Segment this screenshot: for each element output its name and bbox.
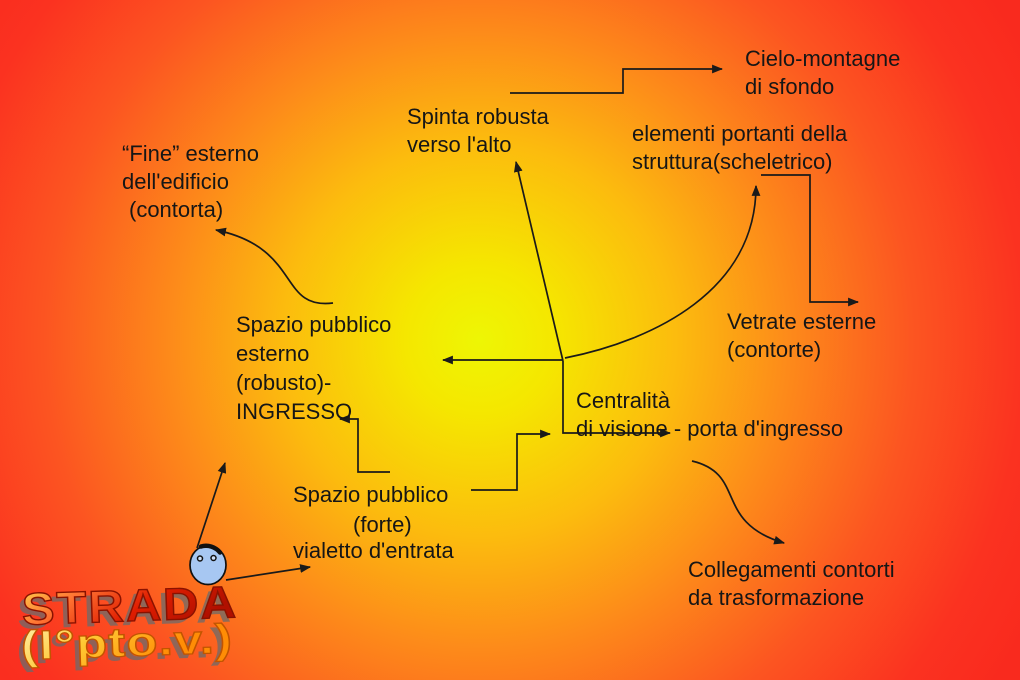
label-elementi-portanti: elementi portanti della struttura(schele…: [632, 120, 847, 176]
label-line: di visione - porta d'ingresso: [576, 416, 844, 441]
label-line: (forte): [353, 512, 412, 537]
smiley-right-eye: [210, 554, 217, 562]
smiley-left-eye: [196, 555, 204, 562]
wordart-pto-text: (I°pto.v.): [20, 615, 233, 668]
label-line: da trasformazione: [688, 585, 865, 610]
arrow-center-to-porta-ingresso: [562, 361, 672, 438]
arrow-center-to-spinta: [513, 160, 564, 362]
label-spazio-pubblico-forte-line2: (forte): [353, 511, 412, 539]
label-spazio-pubblico-forte-line3: vialetto d'entrata: [293, 537, 454, 565]
wordart-strada-shadow: STRADA: [16, 580, 234, 639]
label-line: Spinta robusta: [407, 104, 549, 129]
label-line: Spazio pubblico: [293, 482, 449, 507]
label-line: verso l'alto: [407, 132, 512, 157]
label-line: “Fine” esterno: [122, 141, 259, 166]
label-line: struttura(scheletrico): [632, 149, 833, 174]
label-line: esterno: [236, 341, 310, 366]
label-spazio-pubblico-forte-line1: Spazio pubblico: [293, 481, 448, 509]
arrow-center-to-elementi-curve: [564, 184, 761, 359]
label-collegamenti-contorti: Collegamenti contorti da trasformazione: [688, 556, 895, 612]
label-line: Centralità: [576, 388, 671, 413]
label-line: (contorte): [727, 337, 822, 362]
label-cielo-montagne: Cielo-montagne di sfondo: [745, 45, 900, 101]
label-line: Spazio pubblico: [236, 312, 392, 337]
label-spazio-pubblico-esterno: Spazio pubblico esterno (robusto)- INGRE…: [236, 310, 391, 426]
arrow-smiley-up: [196, 461, 227, 549]
label-line: INGRESSO: [236, 399, 353, 424]
label-fine-esterno: “Fine” esterno dell'edificio (contorta): [122, 140, 259, 224]
label-line: dell'edificio: [122, 169, 229, 194]
label-line: Collegamenti contorti: [688, 557, 895, 582]
arrow-spazio-esterno-to-fine-curve: [214, 227, 334, 305]
label-line: Vetrate esterne: [727, 309, 877, 334]
arrow-center-to-collegamenti-curve: [691, 460, 786, 545]
wordart-strada: STRADA STRADA (I°pto.v.) (I°pto.v.): [16, 576, 240, 673]
arrow-spazio-forte-to-ingresso: [338, 414, 390, 473]
smiley-cap-arc: [198, 543, 223, 555]
arrow-elementi-to-vetrate: [761, 174, 860, 307]
arrow-spazio-forte-to-center: [471, 429, 552, 491]
arrow-smiley-to-vialetto: [225, 564, 312, 581]
label-centralita-di-visione: Centralità di visione - porta d'ingresso: [576, 387, 843, 443]
label-line: Cielo-montagne: [745, 46, 901, 71]
arrow-spinta-to-cielo: [510, 64, 724, 94]
wordart-pto-shadow: (I°pto.v.): [16, 620, 229, 673]
label-line: (robusto)-: [236, 370, 332, 395]
label-vetrate-esterne: Vetrate esterne (contorte): [727, 308, 876, 364]
label-spinta-robusta: Spinta robusta verso l'alto: [407, 103, 549, 159]
label-line: (contorta): [129, 197, 224, 222]
label-line: vialetto d'entrata: [293, 538, 454, 563]
smiley-face-icon: [189, 543, 227, 586]
label-line: di sfondo: [745, 74, 835, 99]
wordart-strada-text: STRADA: [21, 576, 239, 635]
label-line: elementi portanti della: [632, 121, 848, 146]
